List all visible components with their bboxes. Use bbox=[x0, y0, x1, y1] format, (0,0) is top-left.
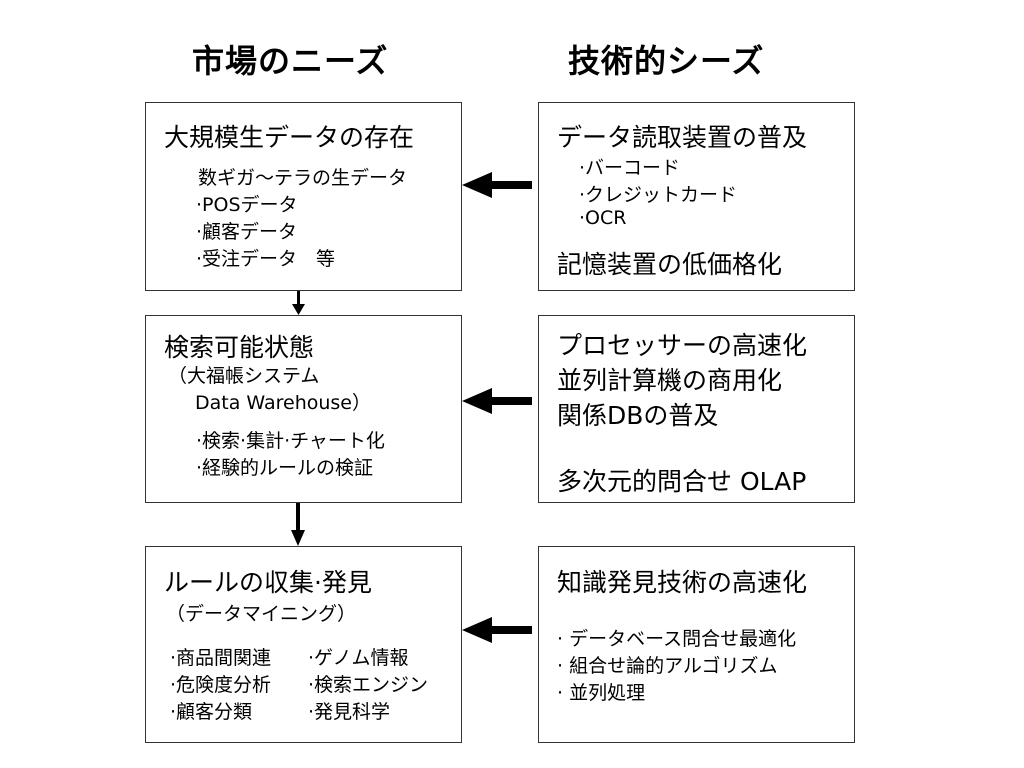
rule-discovery-title: ルールの収集·発見 bbox=[164, 568, 372, 597]
down-arrow-1 bbox=[292, 291, 305, 315]
raw-data-line: ·顧客データ bbox=[196, 221, 298, 243]
data-reader-box: データ読取装置の普及 ·バーコード ·クレジットカード ·OCR 記憶装置の低価… bbox=[538, 102, 855, 291]
raw-data-box: 大規模生データの存在 数ギガ～テラの生データ ·POSデータ ·顧客データ ·受… bbox=[145, 102, 462, 291]
rule-discovery-subtitle: （データマイニング） bbox=[166, 603, 357, 625]
down-arrow-2 bbox=[291, 503, 305, 546]
raw-data-line: ·受注データ 等 bbox=[196, 248, 336, 270]
rule-discovery-item: ·顧客分類 bbox=[170, 701, 253, 723]
left-arrow-2 bbox=[462, 388, 532, 414]
kdd-tech-line: · 並列処理 bbox=[557, 682, 646, 704]
kdd-tech-box: 知識発見技術の高速化 · データベース問合せ最適化 · 組合せ論的アルゴリズム … bbox=[538, 546, 855, 743]
data-reader-footer: 記憶装置の低価格化 bbox=[557, 250, 783, 279]
processor-footer: 多次元的問合せ OLAP bbox=[557, 467, 807, 496]
data-reader-line: ·OCR bbox=[579, 207, 627, 229]
processor-box: プロセッサーの高速化 並列計算機の商用化 関係DBの普及 多次元的問合せ OLA… bbox=[538, 315, 855, 503]
searchable-state-line: ·経験的ルールの検証 bbox=[196, 457, 374, 479]
rule-discovery-item: ·商品間関連 bbox=[170, 647, 272, 669]
rule-discovery-item: ·危険度分析 bbox=[170, 674, 272, 696]
data-reader-line: ·バーコード bbox=[579, 157, 681, 179]
searchable-state-title: 検索可能状態 bbox=[164, 333, 315, 362]
searchable-state-line: ·検索·集計·チャート化 bbox=[196, 430, 385, 452]
tech-seeds-heading: 技術的シーズ bbox=[568, 42, 765, 80]
raw-data-line: 数ギガ～テラの生データ bbox=[198, 167, 408, 189]
raw-data-title: 大規模生データの存在 bbox=[164, 123, 415, 152]
rule-discovery-item: ·発見科学 bbox=[308, 701, 391, 723]
searchable-state-line: （大福帳システム bbox=[168, 365, 320, 387]
data-reader-line: ·クレジットカード bbox=[579, 184, 738, 206]
rule-discovery-item: ·ゲノム情報 bbox=[308, 647, 409, 669]
left-arrow-1 bbox=[462, 172, 532, 198]
left-arrow-3 bbox=[462, 617, 532, 643]
kdd-tech-title: 知識発見技術の高速化 bbox=[557, 568, 808, 597]
processor-line: プロセッサーの高速化 bbox=[557, 331, 808, 360]
rule-discovery-box: ルールの収集·発見 （データマイニング） ·商品間関連 ·危険度分析 ·顧客分類… bbox=[145, 546, 462, 743]
kdd-tech-line: · データベース問合せ最適化 bbox=[557, 628, 797, 650]
rule-discovery-item: ·検索エンジン bbox=[308, 674, 429, 696]
processor-line: 並列計算機の商用化 bbox=[557, 366, 783, 395]
market-needs-heading: 市場のニーズ bbox=[192, 42, 389, 80]
kdd-tech-line: · 組合せ論的アルゴリズム bbox=[557, 655, 778, 677]
searchable-state-line: Data Warehouse） bbox=[176, 392, 372, 414]
data-reader-title: データ読取装置の普及 bbox=[557, 123, 808, 152]
searchable-state-box: 検索可能状態 （大福帳システム Data Warehouse） ·検索·集計·チ… bbox=[145, 315, 462, 503]
raw-data-line: ·POSデータ bbox=[196, 194, 298, 216]
processor-line: 関係DBの普及 bbox=[557, 401, 719, 430]
